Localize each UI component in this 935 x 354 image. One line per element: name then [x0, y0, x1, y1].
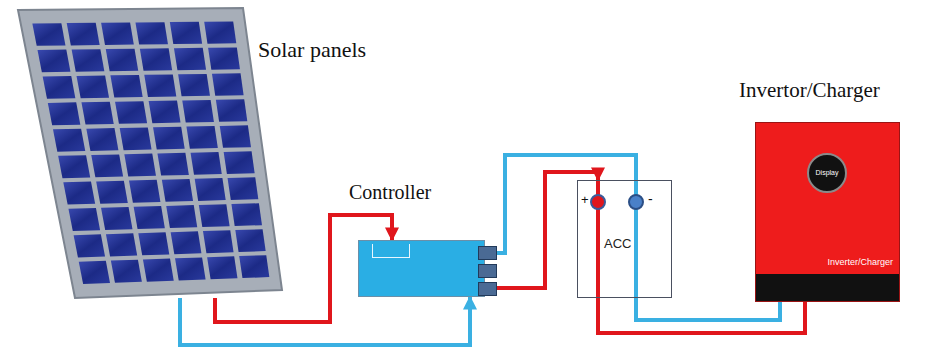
solar-panel-illustration: [18, 8, 282, 298]
red-wire: [485, 172, 598, 288]
solar-cell: [86, 128, 118, 151]
solar-cell: [63, 182, 95, 205]
solar-cell: [120, 127, 152, 150]
solar-cell: [208, 47, 240, 69]
solar-cell: [216, 99, 247, 121]
display-label: Display: [816, 169, 839, 177]
solar-cell: [144, 74, 176, 97]
negative-terminal: [629, 195, 643, 209]
solar-cell: [178, 74, 210, 96]
solar-cell: [171, 231, 202, 254]
solar-cell: [38, 50, 71, 73]
solar-cell: [101, 207, 132, 230]
solar-cell: [110, 75, 142, 98]
solar-cell: [72, 49, 105, 72]
blue-wire: [485, 155, 636, 253]
positive-terminal: [591, 195, 605, 209]
solar-panel: Solar panels: [18, 8, 282, 298]
solar-cell: [68, 208, 100, 231]
solar-cell: [58, 155, 90, 178]
solar-cell: [212, 73, 244, 95]
charge-controller: Controller: [358, 240, 485, 297]
solar-cell: [101, 22, 134, 44]
solar-cell: [162, 179, 193, 202]
solar-cell: [106, 49, 139, 72]
solar-cell: [124, 154, 156, 177]
solar-cell: [220, 125, 251, 148]
solar-cell: [48, 102, 81, 125]
solar-cell: [111, 260, 142, 283]
device-heading: Inverter/Charger: [827, 258, 893, 268]
solar-cell: [239, 255, 269, 278]
solar-cell: [134, 206, 165, 229]
solar-cell: [67, 23, 100, 46]
solar-cell: [203, 230, 234, 253]
solar-cell: [129, 180, 160, 203]
solar-cell: [199, 204, 230, 227]
solar-cell: [74, 234, 105, 257]
blue-wire: [180, 297, 470, 345]
solar-cell: [53, 129, 85, 152]
solar-cell: [91, 154, 123, 177]
solar-cell: [157, 153, 188, 176]
solar-cell: [135, 22, 168, 44]
solar-cell: [143, 259, 174, 282]
solar-cell: [186, 126, 217, 149]
solar-cell: [79, 261, 110, 284]
solar-cell: [115, 101, 147, 124]
inverter-base: [756, 274, 899, 301]
red-wire: [598, 298, 805, 333]
solar-cell: [175, 257, 206, 280]
solar-cell: [96, 181, 128, 204]
solar-cell: [174, 48, 206, 70]
solar-cell: [204, 21, 236, 43]
terminal-sign: +: [581, 193, 589, 206]
solar-cell: [153, 127, 185, 150]
terminal-sign: -: [648, 192, 653, 206]
battery-internal-wires: [591, 180, 643, 298]
solar-cell: [32, 23, 65, 46]
controller-terminal: [478, 246, 497, 260]
solar-cell: [140, 48, 172, 70]
solar-cell: [235, 229, 265, 252]
solar-cell: [228, 177, 259, 200]
battery-label: ACC: [603, 236, 632, 252]
solar-cell: [182, 100, 214, 123]
device-heading: Controller: [349, 181, 431, 203]
controller-terminal: [478, 264, 497, 278]
solar-cell: [106, 233, 137, 256]
battery: ACC: [577, 180, 672, 298]
display-screen: Display: [807, 153, 847, 193]
solar-cell: [207, 256, 237, 279]
solar-cell: [43, 76, 76, 99]
panel-frame: [18, 8, 282, 298]
solar-cell: [166, 205, 197, 228]
solar-cell: [195, 178, 226, 201]
solar-cell: [191, 152, 222, 175]
solar-cell: [224, 151, 255, 174]
solar-cell: [77, 75, 110, 98]
solar-cell: [81, 102, 113, 125]
solar-cell: [170, 22, 202, 44]
controller-terminal: [478, 282, 497, 296]
inverter-charger: Invertor/ChargerInverter/ChargerDisplay: [755, 122, 900, 302]
device-heading: Invertor/Charger: [739, 79, 880, 102]
solar-cell: [231, 203, 262, 226]
device-heading: Solar panels: [258, 38, 366, 62]
solar-cell: [138, 232, 169, 255]
solar-cell: [149, 101, 181, 124]
controller-window: [372, 244, 410, 258]
